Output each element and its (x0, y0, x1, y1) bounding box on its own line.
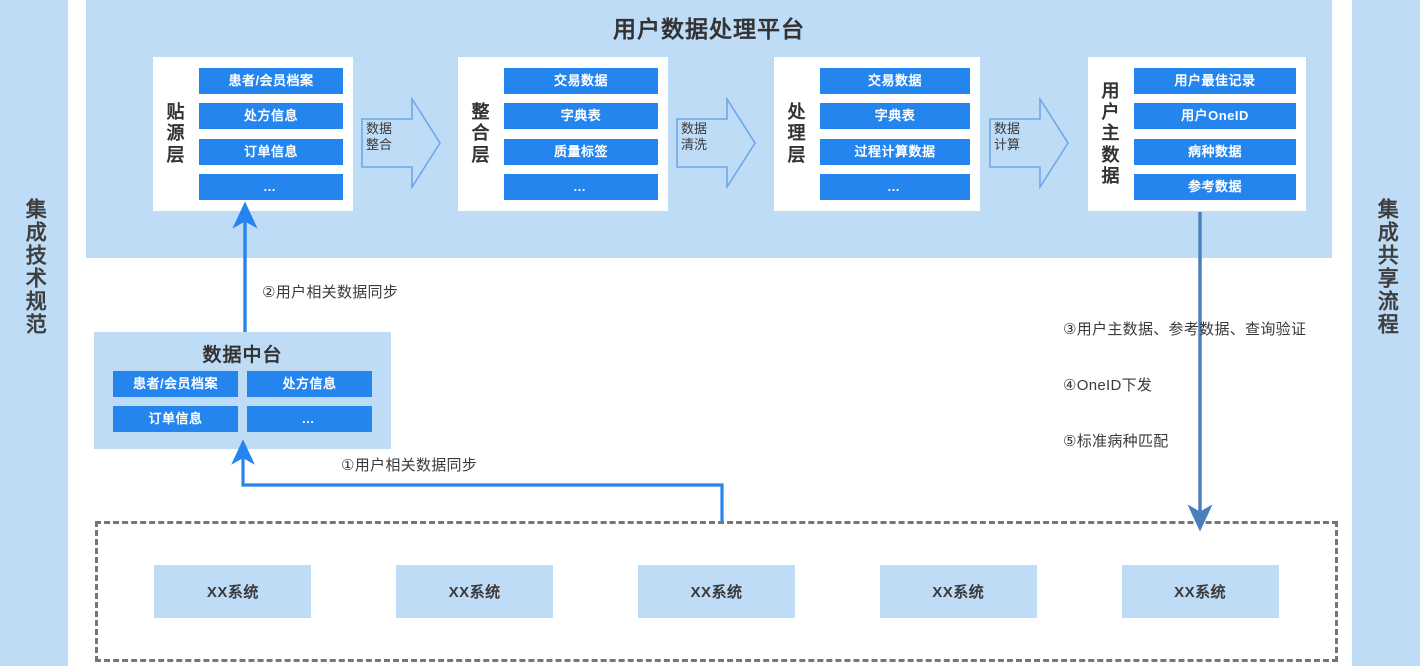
layer-name-processing: 处 理 层 (774, 102, 820, 166)
layer-chip[interactable]: 订单信息 (199, 138, 343, 165)
layer-name-char: 数 (1101, 144, 1121, 165)
layer-name-master-data: 用 户 主 数 据 (1088, 81, 1134, 187)
layer-name-char: 据 (1101, 165, 1121, 186)
right-rail: 集成共享流程 (1352, 0, 1420, 666)
flow-label-step3: ③用户主数据、参考数据、查询验证 (1063, 321, 1307, 338)
layer-chip[interactable]: 用户OneID (1134, 103, 1296, 130)
block-arrow-label: 数据 清洗 (681, 121, 727, 154)
dmp-chip-more[interactable]: … (247, 406, 372, 432)
layer-chip[interactable]: 字典表 (820, 103, 970, 130)
layer-chip[interactable]: 患者/会员档案 (199, 68, 343, 94)
block-arrow-shape (989, 97, 1069, 189)
left-rail-label: 集成技术规范 (23, 198, 47, 336)
dmp-chip[interactable]: 患者/会员档案 (113, 371, 238, 397)
layer-name-char: 层 (787, 144, 807, 165)
layer-name-source: 贴 源 层 (153, 102, 199, 166)
block-arrow-shape (361, 97, 441, 189)
layer-chip[interactable]: 过程计算数据 (820, 138, 970, 165)
layer-name-char: 户 (1101, 102, 1121, 123)
flow-label-step4: ④OneID下发 (1063, 377, 1153, 394)
layer-card-master-data: 用 户 主 数 据 用户最佳记录 用户OneID 病种数据 参考数据 (1088, 57, 1306, 211)
layer-name-char: 层 (166, 144, 186, 165)
right-rail-label: 集成共享流程 (1375, 198, 1399, 336)
layer-name-char: 处 (787, 102, 807, 123)
data-middle-platform-card: 数据中台 患者/会员档案 处方信息 订单信息 … (94, 332, 391, 449)
block-arrow-label-line: 整合 (366, 137, 393, 153)
layer-card-processing: 处 理 层 交易数据 字典表 过程计算数据 … (774, 57, 980, 211)
block-arrow-label-line: 清洗 (681, 137, 708, 153)
layer-name-char: 主 (1101, 123, 1121, 144)
layer-name-char: 源 (166, 123, 186, 144)
layer-chip[interactable]: 处方信息 (199, 103, 343, 130)
left-rail: 集成技术规范 (0, 0, 68, 666)
source-systems-row: XX系统 XX系统 XX系统 XX系统 XX系统 (98, 524, 1335, 659)
block-arrow-label: 数据 计算 (994, 121, 1040, 154)
dmp-chip[interactable]: 处方信息 (247, 371, 372, 397)
layer-name-char: 贴 (166, 102, 186, 123)
layer-chip-more[interactable]: … (199, 173, 343, 200)
block-arrow-shape (676, 97, 756, 189)
layer-chip[interactable]: 病种数据 (1134, 138, 1296, 165)
block-arrow-label: 数据 整合 (366, 121, 412, 154)
source-systems-container: XX系统 XX系统 XX系统 XX系统 XX系统 (95, 521, 1338, 662)
layer-card-integration: 整 合 层 交易数据 字典表 质量标签 … (458, 57, 668, 211)
connector-arrow-step1 (231, 439, 724, 521)
layer-items-processing: 交易数据 字典表 过程计算数据 … (820, 68, 980, 200)
block-arrow-label-line: 数据 (994, 121, 1021, 136)
block-arrow-data-compute: 数据 计算 (988, 97, 1070, 189)
source-system-box[interactable]: XX系统 (1121, 565, 1279, 618)
data-middle-platform-items: 患者/会员档案 处方信息 订单信息 … (113, 371, 372, 432)
source-system-box[interactable]: XX系统 (396, 565, 554, 618)
layer-chip[interactable]: 用户最佳记录 (1134, 68, 1296, 94)
layer-items-source: 患者/会员档案 处方信息 订单信息 … (199, 68, 353, 200)
layer-chip-more[interactable]: … (504, 173, 658, 200)
layer-chip[interactable]: 参考数据 (1134, 173, 1296, 200)
block-arrow-label-line: 数据 (681, 121, 708, 136)
layer-name-char: 整 (471, 102, 491, 123)
flow-label-step1: ①用户相关数据同步 (341, 457, 478, 474)
layer-chip[interactable]: 字典表 (504, 103, 658, 130)
layer-card-source: 贴 源 层 患者/会员档案 处方信息 订单信息 … (153, 57, 353, 211)
layer-chip[interactable]: 交易数据 (504, 68, 658, 94)
flow-label-step5: ⑤标准病种匹配 (1063, 433, 1169, 450)
layer-chip[interactable]: 交易数据 (820, 68, 970, 94)
layer-name-char: 合 (471, 123, 491, 144)
layer-items-master-data: 用户最佳记录 用户OneID 病种数据 参考数据 (1134, 68, 1306, 200)
dmp-chip[interactable]: 订单信息 (113, 406, 238, 432)
layer-chip[interactable]: 质量标签 (504, 138, 658, 165)
layer-chip-more[interactable]: … (820, 173, 970, 200)
layer-items-integration: 交易数据 字典表 质量标签 … (504, 68, 668, 200)
block-arrow-data-integration: 数据 整合 (360, 97, 442, 189)
block-arrow-label-line: 计算 (994, 137, 1021, 153)
block-arrow-data-cleaning: 数据 清洗 (675, 97, 757, 189)
source-system-box[interactable]: XX系统 (637, 565, 795, 618)
source-system-box[interactable]: XX系统 (154, 565, 312, 618)
block-arrow-label-line: 数据 (366, 121, 393, 136)
layer-name-char: 用 (1101, 80, 1121, 101)
source-system-box[interactable]: XX系统 (879, 565, 1037, 618)
layer-name-char: 理 (787, 123, 807, 144)
layer-name-char: 层 (471, 144, 491, 165)
layer-name-integration: 整 合 层 (458, 102, 504, 166)
data-middle-platform-title: 数据中台 (202, 345, 283, 366)
flow-label-step2: ②用户相关数据同步 (262, 284, 399, 301)
platform-title: 用户数据处理平台 (613, 16, 805, 42)
